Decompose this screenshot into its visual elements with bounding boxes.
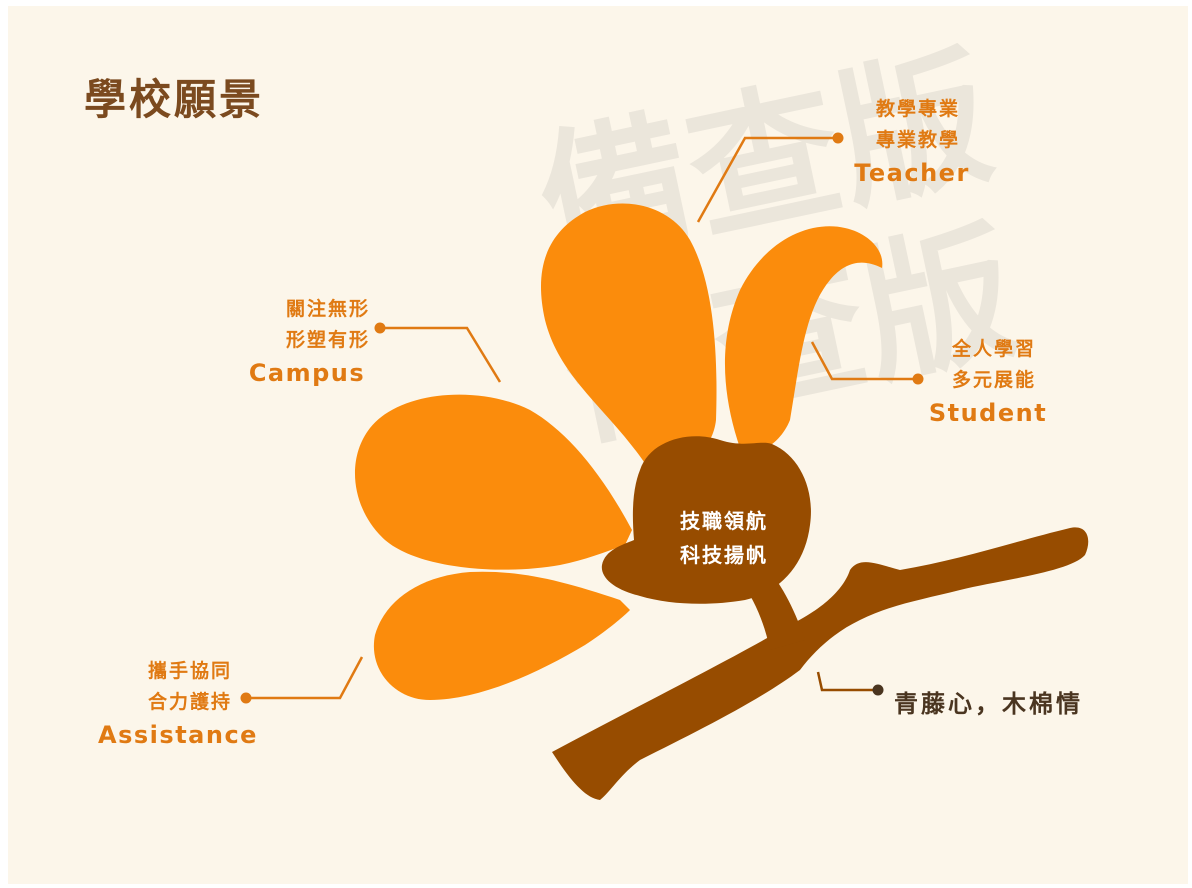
- student-line1: 全人學習: [951, 338, 1036, 360]
- label-student: 全人學習 多元展能 Student: [928, 334, 1048, 430]
- connector-lines: [246, 136, 918, 700]
- assistance-dot: [240, 692, 252, 704]
- assistance-line1: 攜手協同: [147, 660, 232, 682]
- teacher-en: Teacher: [854, 159, 970, 187]
- label-teacher: 教學專業 專業教學 Teacher: [848, 94, 976, 190]
- student-dot: [912, 373, 924, 385]
- assistance-connector: [246, 656, 364, 700]
- campus-en: Campus: [248, 359, 366, 387]
- student-connector: [810, 341, 918, 381]
- center-bud: [601, 436, 811, 604]
- connector-dots: [240, 132, 924, 704]
- assistance-en: Assistance: [98, 721, 258, 749]
- page-title: 學校願景: [84, 75, 265, 124]
- campus-connector: [380, 326, 502, 383]
- label-campus: 關注無形 形塑有形 Campus: [244, 294, 370, 390]
- assistance-line2: 合力護持: [147, 691, 232, 713]
- motto-dot: [872, 684, 884, 696]
- motto-text: 青藤心，木棉情: [894, 690, 1083, 718]
- teacher-line1: 教學專業: [875, 98, 960, 120]
- student-en: Student: [928, 399, 1048, 427]
- center-line1: 技職領航: [680, 509, 768, 533]
- student-line2: 多元展能: [951, 369, 1036, 391]
- campus-dot: [374, 322, 386, 334]
- center-line2: 科技揚帆: [680, 543, 768, 567]
- campus-line1: 關注無形: [285, 298, 370, 320]
- petal-left: [354, 394, 632, 570]
- teacher-line2: 專業教學: [875, 129, 960, 151]
- petal-right: [724, 226, 883, 455]
- campus-line2: 形塑有形: [285, 329, 370, 351]
- petal-bottom: [373, 571, 630, 700]
- petal-top: [540, 203, 717, 476]
- motto-connector: [816, 671, 878, 692]
- teacher-dot: [832, 132, 844, 144]
- label-assistance: 攜手協同 合力護持 Assistance: [96, 656, 260, 752]
- branch-shape: [552, 527, 1089, 800]
- teacher-connector: [696, 136, 838, 223]
- center-vision-text: 技職領航 科技揚帆: [668, 504, 780, 572]
